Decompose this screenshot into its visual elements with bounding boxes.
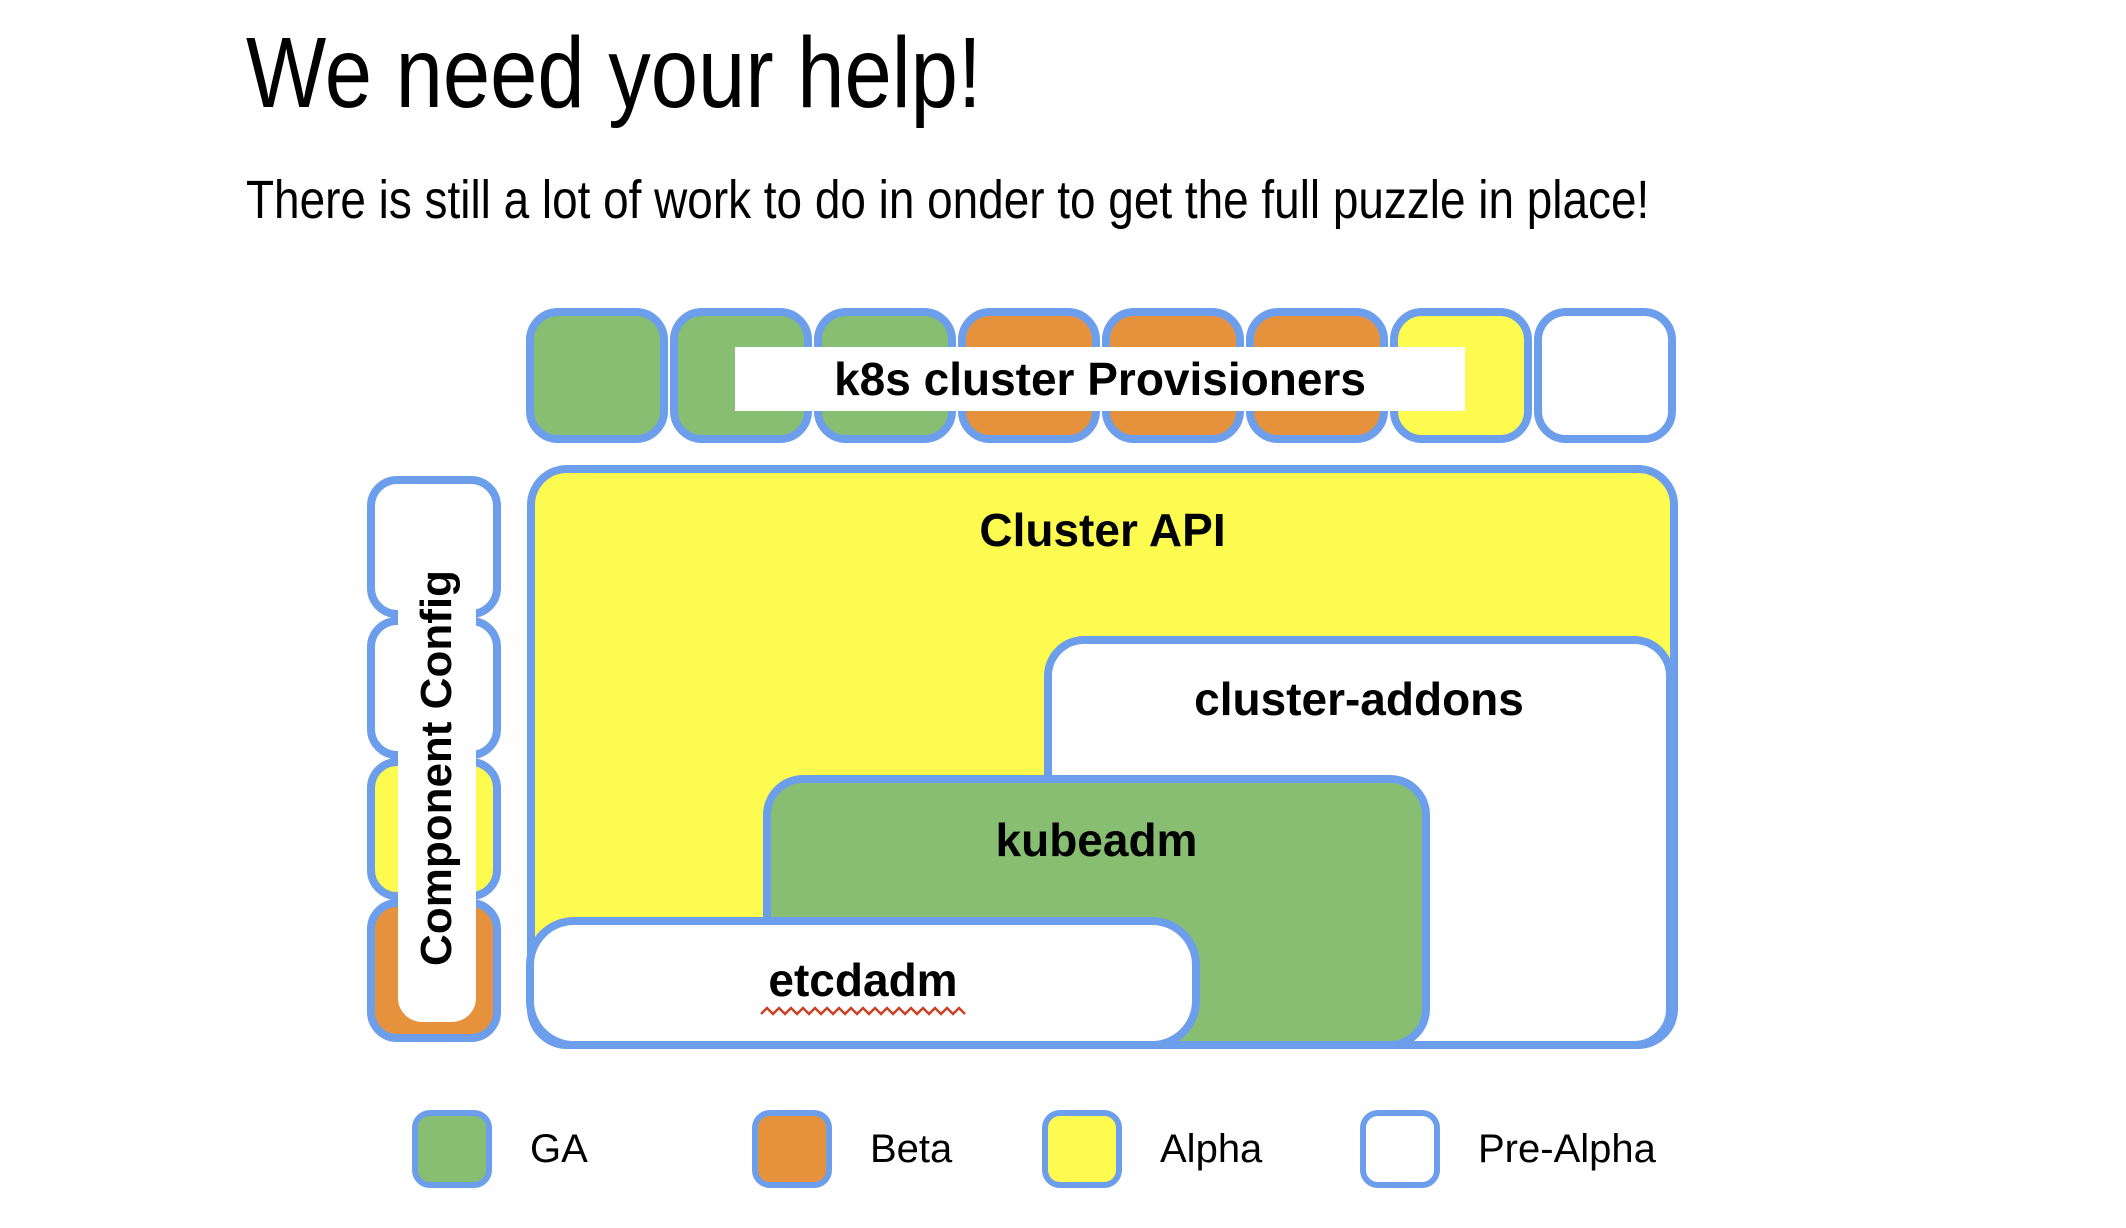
provisioners-label: k8s cluster Provisioners [735, 347, 1465, 411]
legend-label-ga: GA [530, 1126, 588, 1171]
legend-label-alpha: Alpha [1160, 1126, 1263, 1171]
legend-swatch-pre-alpha [1360, 1110, 1440, 1188]
legend-swatch-beta [752, 1110, 832, 1188]
puzzle-piece [526, 308, 668, 443]
puzzle-piece [1534, 308, 1676, 443]
block-etcdadm: etcdadm [526, 917, 1200, 1049]
kubeadm-label: kubeadm [995, 814, 1198, 866]
slide-subtitle: There is still a lot of work to do in on… [246, 170, 1650, 230]
legend-swatch-alpha [1042, 1110, 1122, 1188]
legend-label-beta: Beta [870, 1126, 953, 1171]
cluster-addons-label: cluster-addons [1194, 673, 1524, 725]
legend-swatch-ga [412, 1110, 492, 1188]
provisioners-label-text: k8s cluster Provisioners [834, 353, 1366, 405]
spellcheck-squiggle-icon [760, 1006, 966, 1016]
component-config-label-text: Component Config [412, 570, 462, 966]
legend-item-ga: GA [412, 1110, 588, 1188]
etcdadm-label: etcdadm [768, 954, 958, 1006]
slide-title: We need your help! [246, 17, 982, 129]
component-config-label: Component Config [398, 514, 476, 1022]
legend-item-alpha: Alpha [1042, 1110, 1262, 1188]
legend-item-beta: Beta [752, 1110, 952, 1188]
legend-item-pre-alpha: Pre-Alpha [1360, 1110, 1656, 1188]
legend-label-pre-alpha: Pre-Alpha [1478, 1126, 1656, 1171]
cluster-api-label: Cluster API [979, 504, 1226, 556]
